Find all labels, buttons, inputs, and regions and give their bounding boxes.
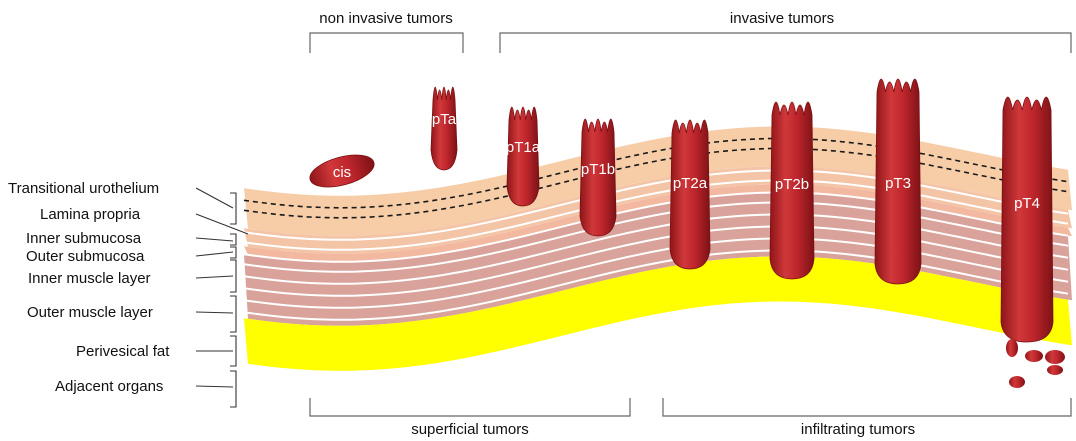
tumor-fragment (1009, 376, 1025, 388)
tumor-shape (769, 101, 815, 280)
tumor-label: pT4 (1014, 195, 1040, 212)
tumor-shape (309, 154, 375, 188)
tumor-fragment (1025, 350, 1043, 362)
tumor-label: pT2a (673, 175, 708, 192)
tumor-fragment (1045, 350, 1065, 364)
layer-brackets (230, 192, 237, 408)
tumor-label: pTa (432, 111, 457, 128)
layer-label-inner-muscle: Inner muscle layer (28, 270, 151, 287)
layer-urothelium (244, 126, 1072, 236)
tumor-shape (874, 78, 922, 285)
basement-membrane-line (243, 137, 1069, 209)
layer-submucosa-outer (244, 184, 1072, 262)
layer-muscle (244, 192, 1072, 326)
layer-submucosa (244, 166, 1072, 254)
layer-separator (243, 201, 1069, 273)
tumor-pt4: pT4 (1000, 96, 1054, 343)
tumor-fragment (1006, 339, 1018, 357)
tumor-label: pT1a (506, 139, 541, 156)
non-invasive-label: non invasive tumors (319, 10, 452, 27)
tumors: cis pTa pT1a pT1b pT2a pT2b pT3 pT4 (309, 78, 1065, 388)
infiltrating-label: infiltrating tumors (801, 421, 915, 438)
layer-label-perivesical-fat: Perivesical fat (76, 343, 170, 360)
layer-label-inner-submucosa: Inner submucosa (26, 230, 142, 247)
bottom-bracket-infiltrating: infiltrating tumors (662, 398, 1072, 438)
tumor-pt1a: pT1a (506, 106, 541, 207)
layer-label-urothelium: Transitional urothelium (8, 180, 159, 197)
tumor-shape (506, 106, 540, 207)
layer-labels: Transitional urothelium Lamina propria I… (8, 180, 249, 408)
layer-label-outer-submucosa: Outer submucosa (26, 248, 145, 265)
layer-separator (243, 249, 1069, 321)
superficial-label: superficial tumors (411, 421, 529, 438)
tumor-cis: cis (309, 154, 375, 188)
tumor-label: pT2b (775, 176, 809, 193)
layer-label-lamina-propria: Lamina propria (40, 206, 141, 223)
tumor-pt2b: pT2b (769, 101, 815, 280)
layer-separator (243, 213, 1069, 285)
top-bracket-non-invasive: non invasive tumors (309, 10, 464, 53)
tumor-pta: pTa (430, 86, 458, 171)
tumor-label: pT1b (581, 161, 615, 178)
invasive-label: invasive tumors (730, 10, 834, 27)
tumor-fragment (1047, 365, 1063, 375)
basement-membrane-line (243, 147, 1069, 219)
tumor-shape (669, 119, 711, 270)
tumor-label: pT3 (885, 175, 911, 192)
tumor-shape (579, 118, 617, 237)
tumor-shape (430, 86, 458, 171)
tumor-pt3: pT3 (874, 78, 922, 285)
tissue-layers (243, 126, 1072, 371)
layer-separator (243, 191, 1069, 263)
top-bracket-invasive: invasive tumors (499, 10, 1072, 53)
tumor-pt2a: pT2a (669, 119, 711, 270)
tumor-shape (1000, 96, 1054, 343)
layer-fat (244, 256, 1072, 371)
leader-lines (195, 187, 249, 388)
layer-label-outer-muscle: Outer muscle layer (27, 304, 153, 321)
layer-separator (243, 237, 1069, 309)
bottom-bracket-superficial: superficial tumors (309, 398, 631, 438)
layer-separator (243, 179, 1069, 251)
layer-separator (243, 169, 1069, 241)
layer-label-adjacent-organs: Adjacent organs (55, 378, 163, 395)
layer-separator (243, 225, 1069, 297)
tumor-label: cis (333, 164, 351, 181)
basement-membrane (243, 137, 1069, 219)
tumor-pt1b: pT1b (579, 118, 617, 237)
